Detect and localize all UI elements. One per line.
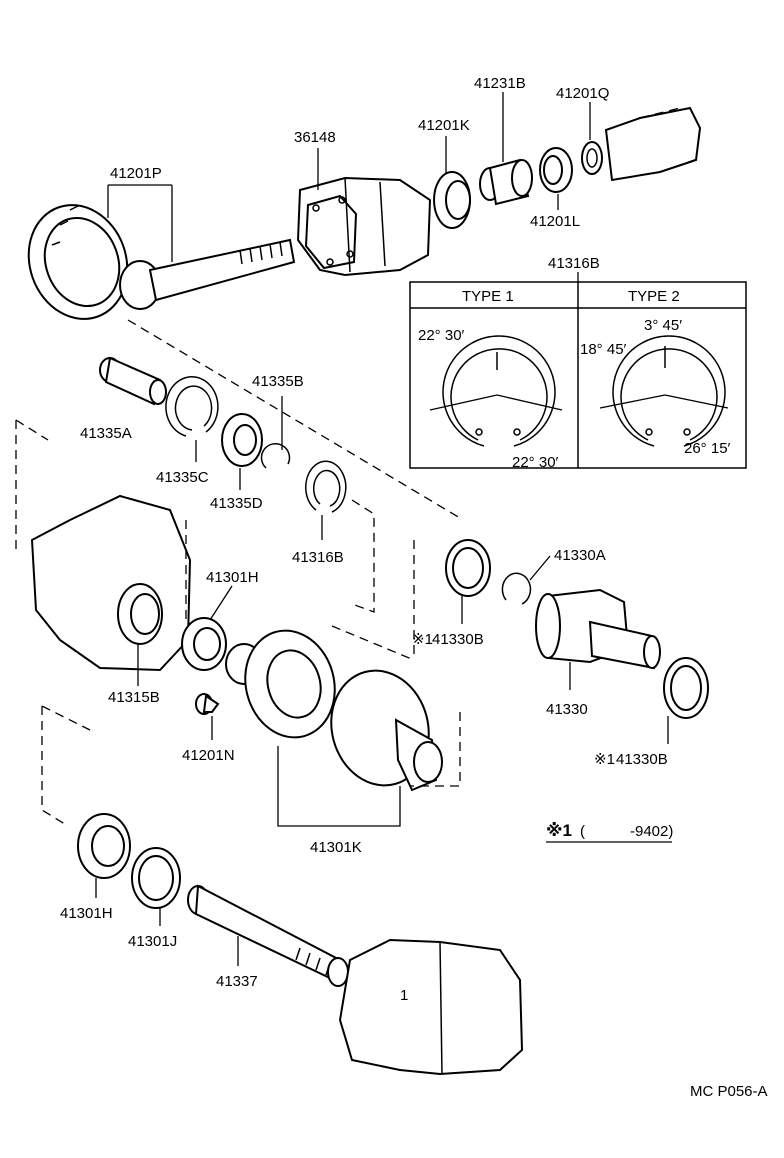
bearing-41201K bbox=[433, 171, 471, 229]
snap-ring-type1-drawing bbox=[429, 335, 563, 447]
label-41301K: 41301K bbox=[310, 839, 362, 856]
footnote-range: -9402) bbox=[630, 823, 673, 840]
diff-case-41301K-a bbox=[225, 629, 336, 739]
type1-angle-bottom: 22° 30′ bbox=[512, 454, 559, 471]
label-41335D: 41335D bbox=[210, 495, 263, 512]
label-41316B-mid: 41316B bbox=[292, 549, 344, 566]
snap-ring-41316B bbox=[305, 460, 347, 513]
label-41335C: 41335C bbox=[156, 469, 209, 486]
label-41231B: 41231B bbox=[474, 75, 526, 92]
diff-case-41301K-b bbox=[330, 669, 443, 792]
label-41335A: 41335A bbox=[80, 425, 132, 442]
label-41201K: 41201K bbox=[418, 117, 470, 134]
dashed-guide-lines bbox=[15, 319, 461, 827]
leader-41301K bbox=[277, 746, 401, 827]
label-41330: 41330 bbox=[546, 701, 588, 718]
callout-number: 1 bbox=[400, 987, 408, 1004]
type2-header: TYPE 2 bbox=[628, 288, 680, 305]
label-41330B-top: 41330B bbox=[432, 631, 484, 648]
shaft-41330 bbox=[535, 588, 661, 670]
washer-41330B-lower bbox=[663, 657, 709, 719]
label-41201P: 41201P bbox=[110, 165, 162, 182]
washer-41330B-upper bbox=[445, 539, 491, 597]
label-41316B-top: 41316B bbox=[548, 255, 600, 272]
adapter-housing-36148 bbox=[296, 176, 432, 277]
transfer-housing-bottom bbox=[338, 938, 524, 1076]
label-41201N: 41201N bbox=[182, 747, 235, 764]
bearing-41335D bbox=[221, 413, 263, 467]
label-41301H-top: 41301H bbox=[206, 569, 259, 586]
snap-ring-41330A bbox=[501, 572, 532, 605]
label-41201Q: 41201Q bbox=[556, 85, 609, 102]
bearing-41201L bbox=[539, 147, 573, 193]
type2-angle-right: 26° 15′ bbox=[684, 440, 731, 457]
reference-code: MC P056-A bbox=[690, 1083, 768, 1100]
bolt-41201N bbox=[195, 693, 220, 715]
footnote-paren-open: ( bbox=[580, 823, 585, 840]
axle-shaft-41337 bbox=[187, 884, 349, 987]
label-41335B: 41335B bbox=[252, 373, 304, 390]
leader-41330A bbox=[529, 555, 551, 581]
label-41301J: 41301J bbox=[128, 933, 177, 950]
label-41337: 41337 bbox=[216, 973, 258, 990]
leader-41201P bbox=[107, 184, 173, 262]
companion-flange bbox=[604, 106, 702, 182]
type2-angle-left: 18° 45′ bbox=[580, 341, 627, 358]
snap-ring-type-table bbox=[409, 281, 747, 469]
ring-gear-pinion-41201P bbox=[27, 204, 296, 320]
label-41330B-top-mark: ※1 bbox=[412, 631, 433, 648]
label-41330B-bot-mark: ※1 bbox=[594, 751, 615, 768]
type1-header: TYPE 1 bbox=[462, 288, 514, 305]
leader-41301H-top bbox=[209, 585, 233, 621]
transfer-housing-left bbox=[30, 494, 192, 672]
type1-angle-top: 22° 30′ bbox=[418, 327, 465, 344]
bearing-41301H-upper bbox=[181, 617, 227, 671]
pin-41335A bbox=[99, 356, 167, 406]
label-36148: 36148 bbox=[294, 129, 336, 146]
label-41330A: 41330A bbox=[554, 547, 606, 564]
bearing-41301H-lower bbox=[77, 813, 131, 879]
snap-ring-41335C bbox=[165, 376, 219, 437]
label-41315B: 41315B bbox=[108, 689, 160, 706]
spacer-41231B bbox=[479, 158, 533, 206]
label-41330B-bot: 41330B bbox=[616, 751, 668, 768]
type2-angle-center: 3° 45′ bbox=[644, 317, 682, 334]
footnote-mark: ※1 bbox=[546, 821, 572, 840]
label-41201L: 41201L bbox=[530, 213, 580, 230]
snap-ring-41335B bbox=[260, 442, 291, 469]
nut-41201Q bbox=[581, 141, 603, 175]
snap-ring-type2-drawing bbox=[599, 335, 729, 447]
washer-41301J bbox=[131, 847, 181, 909]
label-41301H-bot: 41301H bbox=[60, 905, 113, 922]
